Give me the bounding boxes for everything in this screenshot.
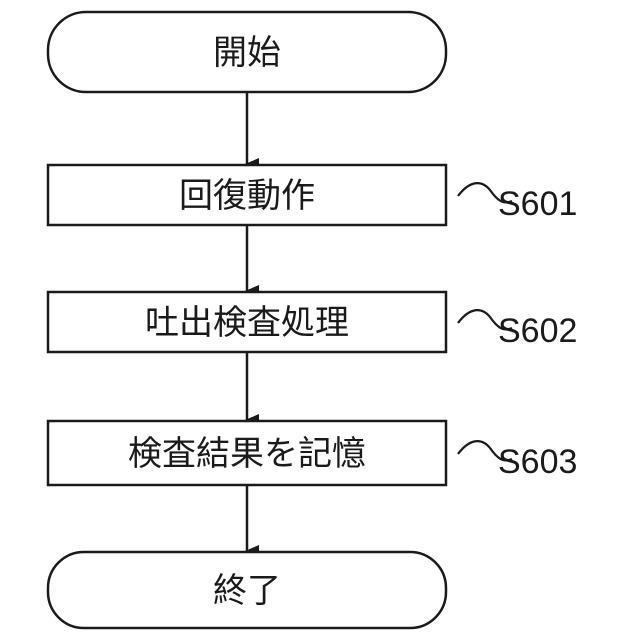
step-id-s603: S603: [498, 443, 577, 481]
process-label-s602: 吐出検査処理: [145, 303, 349, 343]
step-id-s602: S602: [498, 312, 577, 350]
end-label: 終了: [213, 571, 281, 611]
start-label: 開始: [213, 33, 281, 73]
process-label-s601: 回復動作: [179, 176, 315, 216]
process-label-s603: 検査結果を記憶: [128, 434, 366, 474]
step-id-s601: S601: [498, 185, 577, 223]
